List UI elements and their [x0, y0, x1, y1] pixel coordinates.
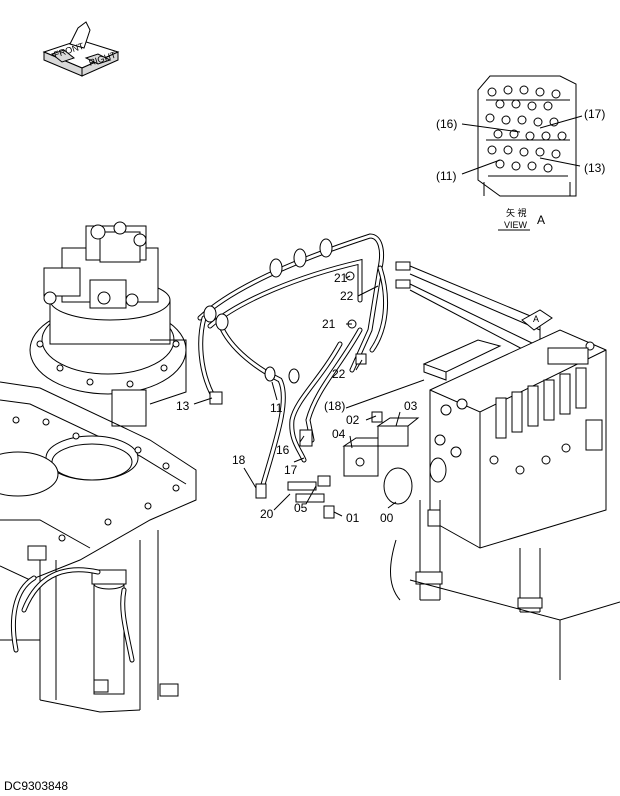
part-label-22-lower: 22	[332, 367, 346, 381]
document-code: DC9303848	[4, 779, 69, 793]
view-letter-label: A	[537, 213, 545, 227]
part-label-22-upper: 22	[340, 289, 354, 303]
view-word-label: VIEW	[504, 220, 528, 230]
solenoid-valve-block	[287, 271, 420, 519]
view-kanji-label: 矢 視	[506, 207, 527, 218]
part-label-13: 13	[176, 399, 190, 413]
control-valve-assembly	[390, 329, 620, 680]
part-label-00: 00	[380, 511, 394, 525]
valve-spools	[434, 341, 603, 475]
part-label-18-ref: (18)	[324, 399, 345, 413]
callout-16: (16)	[436, 117, 457, 131]
leader-lines	[193, 275, 425, 517]
part-label-01: 01	[346, 511, 360, 525]
callout-13: (13)	[584, 161, 605, 175]
valve-port-grid	[485, 85, 567, 173]
part-label-21-lower: 21	[322, 317, 336, 331]
view-a-pointer-arrow: A	[521, 309, 553, 331]
part-label-05: 05	[294, 501, 308, 515]
upperstructure-frame	[0, 381, 197, 713]
hydraulic-hose-bundle	[197, 233, 541, 499]
part-label-16: 16	[276, 443, 290, 457]
part-label-03: 03	[404, 399, 418, 413]
part-number-labels: 21 22 21 22 13 11 16 (18) 02 03 04 18 17…	[176, 271, 418, 525]
view-pointer-letter: A	[533, 314, 539, 324]
part-label-11: 11	[270, 401, 283, 415]
orientation-compass-icon: FRONT RIGHT	[42, 21, 120, 77]
part-label-21-upper: 21	[334, 271, 348, 285]
part-label-02: 02	[346, 413, 360, 427]
part-label-18: 18	[232, 453, 246, 467]
swing-motor-assembly	[29, 221, 187, 427]
callout-11: (11)	[436, 169, 456, 183]
callout-17: (17)	[584, 107, 605, 121]
view-a-inset: (16) (17) (11) (13) 矢 視 VIEW A	[436, 75, 605, 231]
part-label-04: 04	[332, 427, 346, 441]
part-label-20: 20	[260, 507, 274, 521]
part-label-17: 17	[284, 463, 298, 477]
